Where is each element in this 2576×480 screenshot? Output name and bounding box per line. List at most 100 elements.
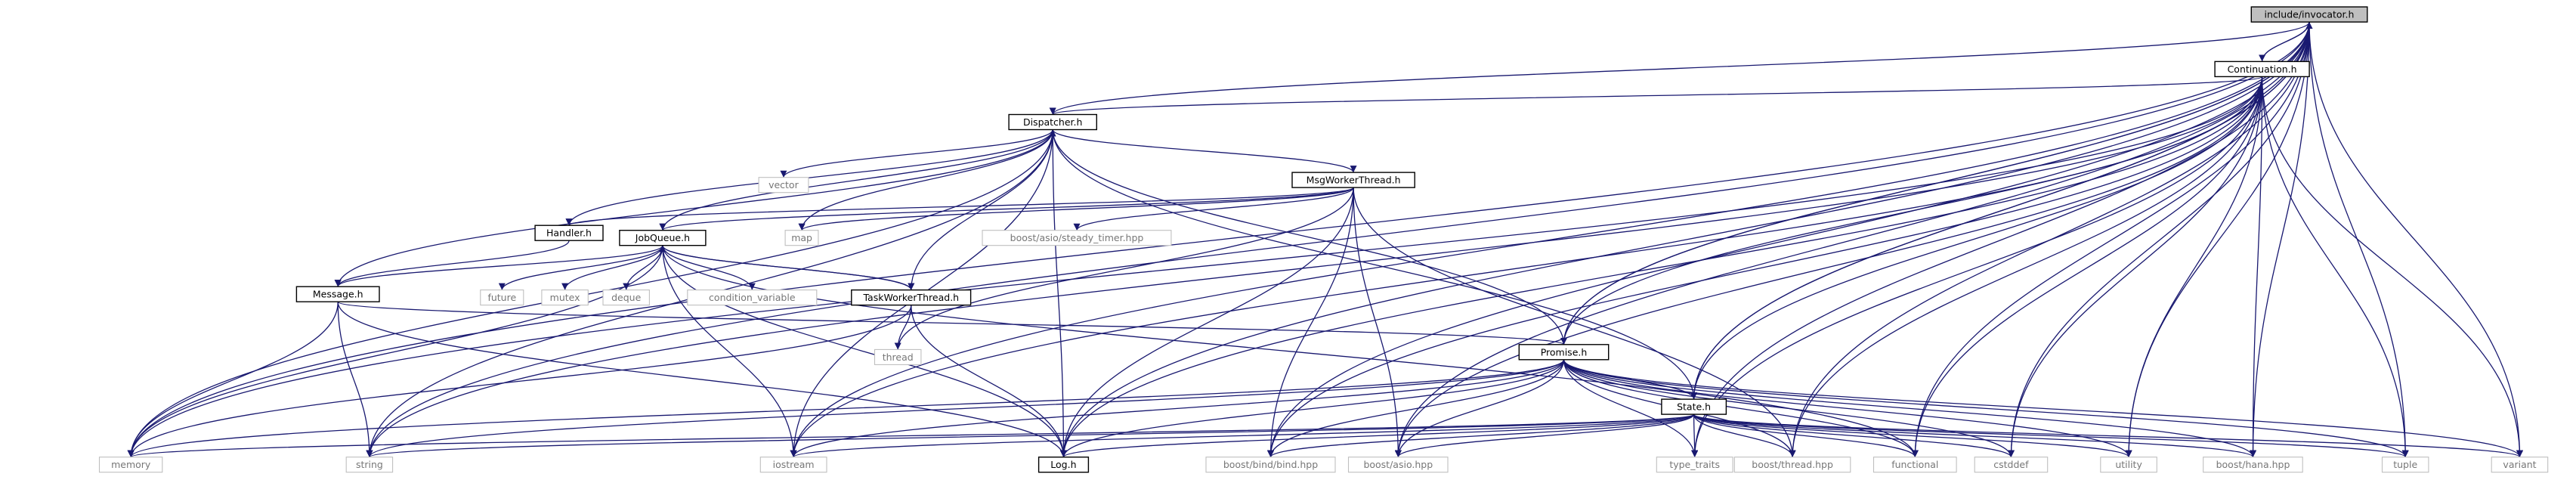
edge-handler-to-message [334, 240, 570, 287]
edge-promise-to-variant [1563, 359, 2523, 457]
edge-promise-to-invocator [1563, 22, 2313, 345]
node-label-boostthread: boost/thread.hpp [1752, 459, 1833, 470]
edge-msgworker-to-jobqueue [659, 187, 1354, 231]
node-continuation[interactable]: Continuation.h [2214, 60, 2310, 78]
edge-dispatcher-to-log [1052, 129, 1067, 457]
edge-continuation-to-bind [1267, 76, 2263, 457]
node-asio: boost/asio.hpp [1347, 457, 1449, 473]
edge-jobqueue-to-future [498, 245, 663, 290]
node-cstddef: cstddef [1974, 457, 2049, 473]
edge-state-to-memory [128, 413, 1695, 458]
node-taskworker[interactable]: TaskWorkerThread.h [851, 289, 972, 306]
edge-dispatcher-to-vector [780, 129, 1053, 178]
node-label-invocator: include/invocator.h [2265, 9, 2355, 20]
edge-state-to-invocator [1693, 22, 2313, 400]
node-label-deque: deque [611, 292, 641, 303]
edge-state-to-log [1060, 413, 1695, 458]
edge-jobqueue-to-mutex [561, 245, 663, 290]
edge-msgworker-to-handler [565, 187, 1354, 226]
node-label-thread: thread [883, 351, 914, 363]
edge-continuation-to-promise [1560, 76, 2263, 345]
node-tuple: tuple [2381, 457, 2429, 473]
node-label-jobqueue: JobQueue.h [635, 232, 690, 243]
node-label-memory: memory [111, 459, 151, 470]
edge-msgworker-to-asio [1353, 187, 1402, 457]
node-box-future [480, 290, 524, 306]
edge-promise-to-functional [1563, 359, 1919, 457]
edge-msgworker-to-map [798, 187, 1354, 231]
edge-message-to-memory [127, 302, 339, 457]
node-label-bind: boost/bind/bind.hpp [1223, 459, 1318, 470]
edge-invocator-to-hana [2250, 22, 2310, 457]
node-label-string: string [356, 459, 383, 470]
node-memory: memory [98, 457, 163, 473]
node-variant: variant [2491, 457, 2549, 473]
node-invocator[interactable]: include/invocator.h [2250, 6, 2368, 23]
edge-invocator-to-string [366, 22, 2310, 457]
edge-state-to-bind [1267, 413, 1695, 458]
node-box-log [1038, 457, 1090, 473]
edge-state-to-variant [1693, 413, 2523, 458]
node-utility: utility [2100, 457, 2157, 473]
node-state[interactable]: State.h [1661, 398, 1727, 415]
node-box-utility [2100, 457, 2157, 473]
node-label-vector: vector [768, 179, 799, 190]
node-jobqueue[interactable]: JobQueue.h [619, 230, 707, 246]
node-msgworker[interactable]: MsgWorkerThread.h [1291, 172, 1415, 188]
node-label-functional: functional [1891, 459, 1938, 470]
edge-invocator-to-memory [127, 22, 2310, 457]
edge-jobqueue-to-iostream [662, 245, 797, 457]
node-promise[interactable]: Promise.h [1518, 344, 1610, 361]
edge-dispatcher-to-jobqueue [659, 129, 1053, 231]
node-box-thread [874, 348, 922, 365]
node-dispatcher[interactable]: Dispatcher.h [1008, 113, 1097, 131]
edge-promise-to-utility [1563, 359, 2132, 457]
node-log[interactable]: Log.h [1038, 457, 1090, 473]
node-functional: functional [1872, 457, 1957, 473]
node-label-tuple: tuple [2393, 459, 2417, 470]
edge-state-to-boostthread [1693, 413, 1796, 457]
node-label-hana: boost/hana.hpp [2216, 459, 2290, 470]
edge-invocator-to-functional [1911, 22, 2310, 457]
edge-continuation-to-utility [2125, 76, 2263, 457]
edge-promise-to-iostream [790, 359, 1565, 457]
node-box-handler [534, 225, 604, 241]
graph-edges [127, 21, 2523, 458]
node-box-boostthread [1733, 457, 1851, 473]
node-box-dispatcher [1008, 113, 1097, 131]
edge-msgworker-to-boostthread [1353, 187, 1796, 457]
edge-taskworker-to-thread [894, 305, 912, 350]
node-box-taskworker [851, 289, 972, 306]
edge-continuation-to-log [1059, 76, 2263, 457]
node-hana: boost/hana.hpp [2203, 457, 2303, 473]
node-label-typetraits: type_traits [1669, 459, 1720, 470]
node-label-continuation: Continuation.h [2228, 63, 2297, 75]
edge-message-to-string [337, 302, 373, 457]
node-message[interactable]: Message.h [295, 286, 380, 302]
edge-continuation-to-typetraits [1691, 76, 2263, 457]
edge-continuation-to-tuple [2261, 76, 2409, 457]
edge-state-to-string [366, 413, 1695, 458]
edge-msgworker-to-thread [894, 187, 1354, 350]
edge-continuation-to-hana [2250, 76, 2263, 457]
edge-continuation-to-memory [127, 76, 2263, 457]
node-handler[interactable]: Handler.h [534, 225, 604, 241]
node-box-bind [1205, 457, 1336, 473]
node-box-invocator [2250, 6, 2368, 23]
edge-invocator-to-log [1059, 22, 2310, 457]
edge-message-to-promise [337, 301, 1567, 345]
node-label-msgworker: MsgWorkerThread.h [1307, 175, 1401, 186]
graph-nodes: include/invocator.hContinuation.hDispatc… [98, 6, 2549, 473]
edge-promise-to-memory [127, 359, 1565, 457]
edge-state-to-hana [1693, 413, 2256, 458]
node-box-vector [758, 177, 809, 194]
edge-continuation-to-functional [1911, 76, 2263, 457]
node-box-message [295, 286, 380, 302]
node-box-state [1661, 398, 1727, 415]
edge-dispatcher-to-memory [127, 129, 1053, 457]
node-label-future: future [487, 292, 516, 303]
node-label-mutex: mutex [550, 292, 580, 303]
edge-msgworker-to-steadytimer [1073, 187, 1354, 231]
node-label-variant: variant [2503, 459, 2536, 470]
node-label-utility: utility [2115, 459, 2142, 470]
